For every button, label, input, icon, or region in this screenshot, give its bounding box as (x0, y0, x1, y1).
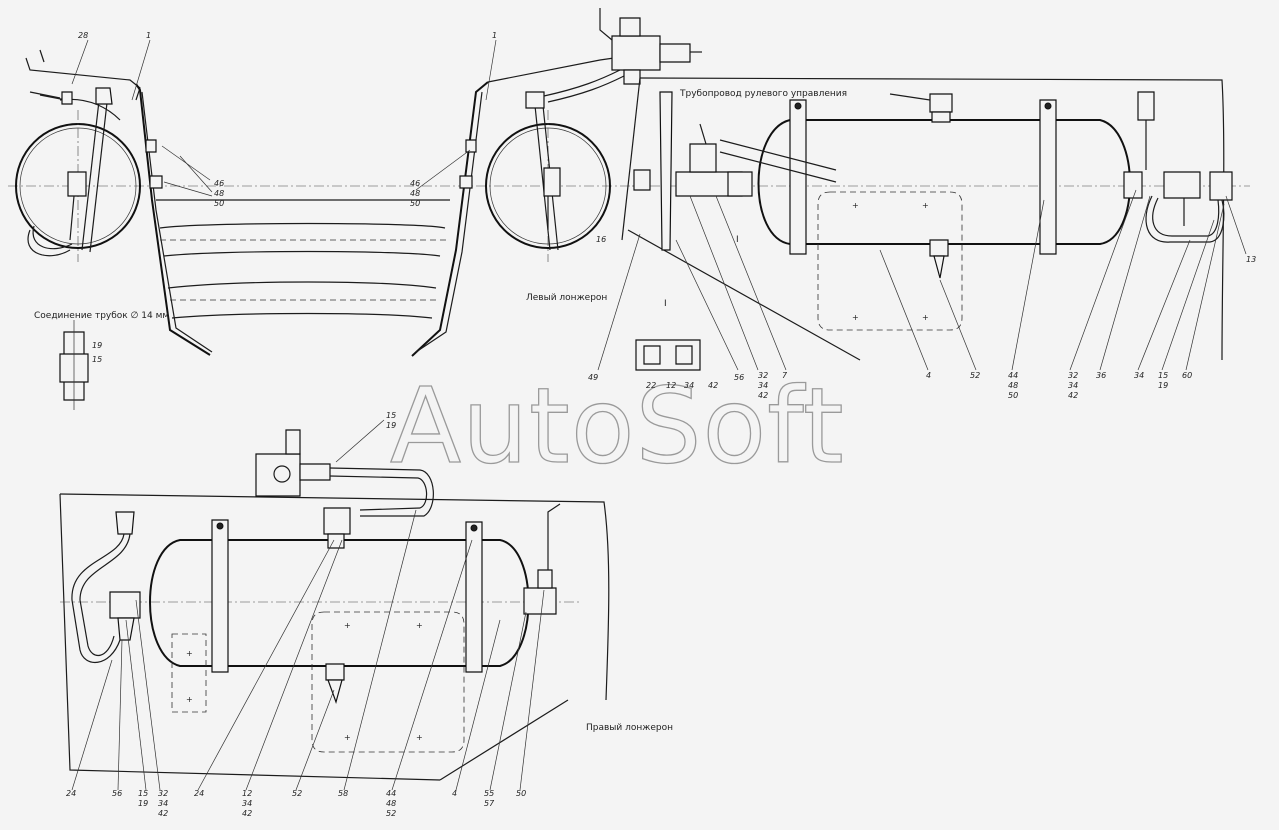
callout-32-bottom: 32 (158, 789, 168, 798)
callout-19-detail: 19 (92, 341, 102, 350)
right-side-receiver-view: + + + + + + (59, 320, 610, 781)
right-receiver-tank (149, 539, 530, 667)
callout-50-bottom: 50 (516, 789, 526, 798)
svg-text:+: + (922, 313, 929, 322)
callout-32-a: 32 (758, 371, 768, 380)
callout-34-b: 34 (1068, 381, 1078, 390)
callout-48-left: 48 (214, 189, 224, 198)
callout-56-bottom: 56 (112, 789, 122, 798)
callout-48-bottom: 48 (386, 799, 396, 808)
callout-56-top: 56 (734, 373, 744, 382)
callout-1-right: 1 (492, 31, 497, 40)
leader-lines (71, 39, 1247, 791)
callout-13: 13 (1246, 255, 1256, 264)
svg-text:+: + (344, 621, 351, 630)
callout-4-top: 4 (926, 371, 931, 380)
callout-42-b: 42 (1068, 391, 1078, 400)
callout-52-bottom: 52 (292, 789, 302, 798)
svg-text:+: + (344, 733, 351, 742)
caption-tube-connection: Соединение трубок ∅ 14 мм (34, 311, 169, 321)
callout-42-bottom: 42 (158, 809, 168, 818)
svg-text:+: + (186, 649, 193, 658)
callout-36: 36 (1096, 371, 1106, 380)
callout-42-small: 42 (708, 381, 718, 390)
callout-15-top: 15 (1158, 371, 1168, 380)
callout-32-b: 32 (1068, 371, 1078, 380)
callout-34-c: 34 (1134, 371, 1144, 380)
callout-15-valve: 15 (386, 411, 396, 420)
brake-valve-top (611, 35, 661, 71)
callout-34-a: 34 (758, 381, 768, 390)
svg-text:+: + (186, 695, 193, 704)
callout-22: 22 (646, 381, 656, 390)
callout-19-valve: 19 (386, 421, 396, 430)
section-mark-detail: I (664, 299, 667, 309)
callout-12-bottom: 12 (242, 789, 252, 798)
callout-50-top: 50 (1008, 391, 1018, 400)
callout-50-left: 50 (214, 199, 224, 208)
callout-48-right: 48 (410, 189, 420, 198)
callout-50-right: 50 (410, 199, 420, 208)
left-receiver-tank (757, 119, 1131, 245)
callout-7: 7 (782, 371, 788, 380)
callout-46-right: 46 (410, 179, 420, 188)
callout-12-small: 12 (666, 381, 676, 390)
caption-steering-pipe: Трубопровод рулевого управления (679, 89, 847, 99)
callout-52-top: 52 (970, 371, 980, 380)
callout-44-top: 44 (1008, 371, 1018, 380)
callout-19-bottom: 19 (138, 799, 148, 808)
callout-19-top: 19 (1158, 381, 1168, 390)
callout-15-detail: 15 (92, 355, 102, 364)
callout-58: 58 (338, 789, 348, 798)
svg-text:+: + (852, 313, 859, 322)
callout-34-bottom: 34 (158, 799, 168, 808)
callout-44-bottom: 44 (386, 789, 396, 798)
callout-52-bottom-b: 52 (386, 809, 396, 818)
callout-46-left: 46 (214, 179, 224, 188)
callout-57: 57 (484, 799, 495, 808)
callout-4-bottom: 4 (452, 789, 457, 798)
callout-28: 28 (78, 31, 88, 40)
svg-text:+: + (922, 201, 929, 210)
callout-49: 49 (588, 373, 598, 382)
svg-text:+: + (416, 621, 423, 630)
svg-text:+: + (416, 733, 423, 742)
callout-42-bottom-b: 42 (242, 809, 252, 818)
watermark: AutoSoft (390, 365, 845, 487)
callout-48-top: 48 (1008, 381, 1018, 390)
callouts: 28 1 1 46 48 50 46 48 50 19 15 16 13 49 … (66, 31, 1256, 818)
callout-24-a: 24 (66, 789, 76, 798)
callout-1-left: 1 (146, 31, 151, 40)
section-mark-top: I (736, 235, 739, 245)
callout-34-small: 34 (684, 381, 694, 390)
left-side-receiver-view: + + + + (621, 77, 1250, 371)
callout-60: 60 (1182, 371, 1192, 380)
frame-cross-section-view (8, 8, 702, 357)
callout-24-b: 24 (194, 789, 204, 798)
callout-15-bottom: 15 (138, 789, 148, 798)
caption-left-spar: Левый лонжерон (526, 293, 607, 303)
brake-valve-bottom (255, 453, 301, 497)
callout-42-a: 42 (758, 391, 768, 400)
caption-right-spar: Правый лонжерон (586, 723, 673, 733)
callout-34-bottom-b: 34 (242, 799, 252, 808)
svg-text:+: + (852, 201, 859, 210)
callout-55: 55 (484, 789, 494, 798)
callout-16: 16 (596, 235, 606, 244)
